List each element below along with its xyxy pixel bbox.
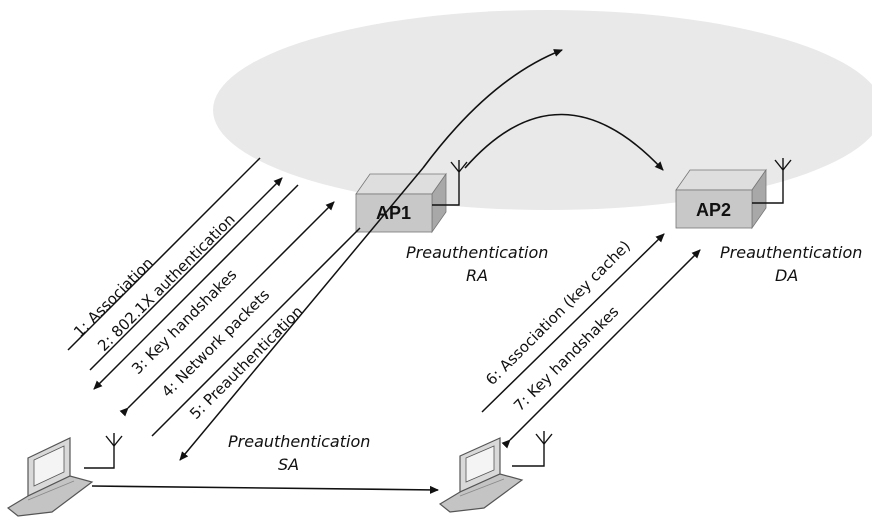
ap1-antenna-icon [432, 160, 468, 206]
msg-line-8 [501, 249, 701, 449]
preauth-arrow-out [422, 49, 563, 169]
ap2-role-line1: Preauthentication [720, 243, 862, 262]
preauth-arrow-to-ap2 [464, 113, 664, 171]
ap1-role-line2: RA [466, 266, 488, 285]
laptop-2-icon [438, 437, 524, 513]
ap1-role-line1: Preauthentication [406, 243, 548, 262]
ap1-label: AP1 [376, 203, 411, 223]
msg-line-4 [119, 201, 335, 417]
ap2-antenna-icon [752, 158, 792, 204]
laptop-1-icon [6, 437, 94, 517]
ap2-box: AP2 [675, 168, 767, 230]
station-role-line1: Preauthentication [228, 432, 370, 451]
coverage-area [213, 10, 872, 210]
station-move-arrow [91, 485, 439, 494]
msg-line-6 [179, 167, 424, 461]
laptop-1-antenna-icon [84, 433, 123, 469]
ap2-label: AP2 [696, 200, 731, 220]
station-role-line2: SA [278, 455, 299, 474]
msg-line-5 [151, 227, 361, 437]
laptop-2-antenna-icon [512, 431, 553, 467]
ap2-role-line2: DA [775, 266, 798, 285]
ap1-box: AP1 [355, 172, 447, 234]
step-7-label: 7: Key handshakes [510, 302, 622, 414]
